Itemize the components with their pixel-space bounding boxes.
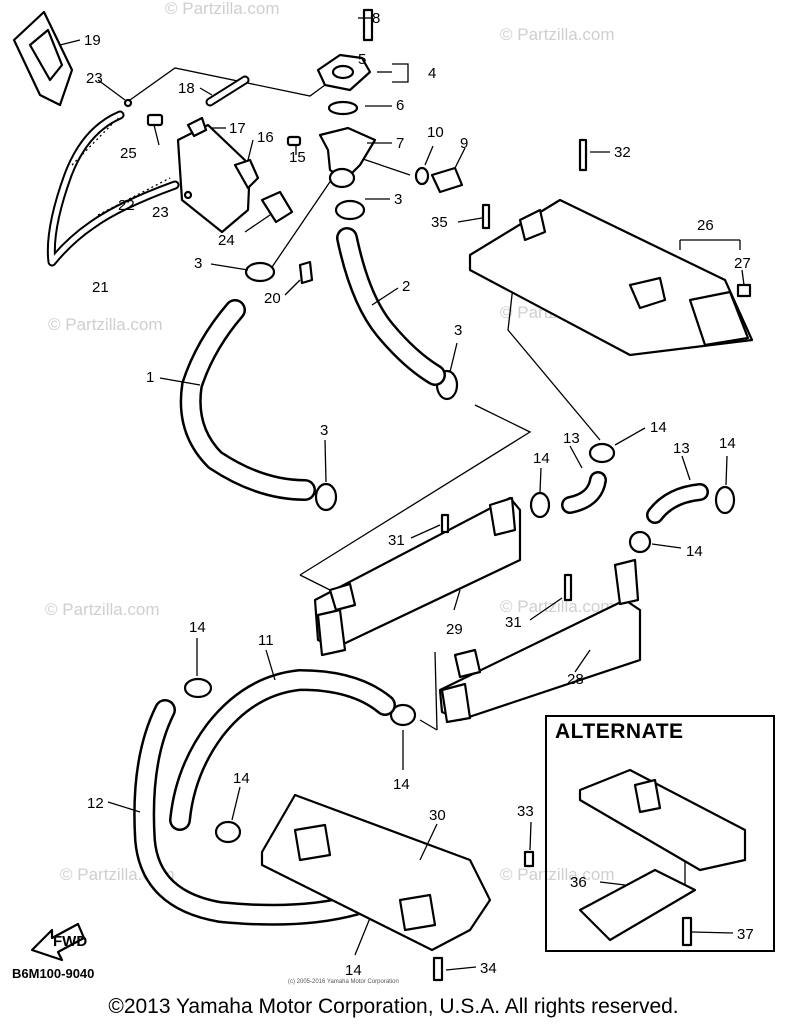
fwd-arrow-icon: FWD [30, 922, 87, 962]
part-number: 24 [218, 232, 235, 249]
bolts [432, 138, 752, 982]
part-number: 10 [427, 124, 444, 141]
part-number: 9 [460, 135, 468, 152]
part-number: 13 [563, 430, 580, 447]
part-number: 7 [396, 135, 404, 152]
part-19-cover [12, 10, 74, 107]
part-number: 5 [358, 51, 366, 68]
temperature-sensor [414, 166, 464, 194]
watermark: © Partzilla.com [500, 25, 615, 44]
part-18-pipe [205, 75, 250, 107]
part-number-labels: 19 23 18 8 5 4 6 7 10 9 3 17 16 15 25 22… [84, 10, 754, 979]
part-number: 36 [570, 874, 587, 891]
radiator-cap-assembly [316, 8, 377, 189]
radiator-26 [468, 198, 754, 357]
diagram-code: B6M100-9040 [12, 966, 95, 981]
part-number: 37 [737, 926, 754, 943]
part-number: 35 [431, 214, 448, 231]
part-number: 12 [87, 795, 104, 812]
part-number: 27 [734, 255, 751, 272]
part-number: 28 [567, 671, 584, 688]
hose-1 [179, 299, 316, 501]
part-number: 3 [394, 191, 402, 208]
watermark: © Partzilla.com [165, 0, 280, 18]
part-number: 31 [505, 614, 522, 631]
part-number: 17 [229, 120, 246, 137]
part-number: 23 [152, 204, 169, 221]
part-number: 20 [264, 290, 281, 307]
part-number: 14 [533, 450, 550, 467]
watermark: © Partzilla.com [45, 600, 160, 619]
part-number: 21 [92, 279, 109, 296]
part-number: 11 [258, 632, 274, 649]
part-number: 19 [84, 32, 101, 49]
part-number: 1 [146, 369, 154, 386]
part-number: 16 [257, 129, 274, 146]
part-number: 4 [428, 65, 436, 82]
part-number: 22 [118, 197, 135, 214]
leader-lines [59, 17, 745, 971]
part-number: 14 [650, 419, 667, 436]
part-number: 34 [480, 960, 497, 977]
part-21-22-hoses [46, 110, 180, 267]
alternate-inset [578, 768, 747, 942]
watermark: © Partzilla.com [500, 597, 615, 616]
part-number: 14 [189, 619, 206, 636]
part-number: 32 [614, 144, 631, 161]
part-number: 15 [289, 149, 306, 166]
hose-2 [336, 227, 446, 386]
part-number: 3 [320, 422, 328, 439]
part-number: 6 [396, 97, 404, 114]
fwd-label: FWD [53, 933, 87, 950]
small-copyright: (c) 2005-2016 Yamaha Motor Corporation [288, 979, 399, 985]
part-number: 3 [194, 255, 202, 272]
part-number: 14 [393, 776, 410, 793]
part-16-reservoir-tank [176, 116, 260, 234]
part-number: 3 [454, 322, 462, 339]
part-number: 33 [517, 803, 534, 820]
part-number: 30 [429, 807, 446, 824]
hose-11-12 [133, 669, 396, 926]
part-number: 26 [697, 217, 714, 234]
part-number: 25 [120, 145, 137, 162]
part-number: 14 [686, 543, 703, 560]
part-number: 31 [388, 532, 405, 549]
copyright-notice: ©2013 Yamaha Motor Corporation, U.S.A. A… [108, 995, 679, 1018]
hose-13 [561, 471, 709, 524]
alternate-inset-frame [545, 715, 775, 952]
alternate-label: ALTERNATE [555, 720, 684, 743]
watermark: © Partzilla.com [48, 315, 163, 334]
part-number: 18 [178, 80, 195, 97]
watermark: © Partzilla.com [500, 865, 615, 884]
part-number: 23 [86, 70, 103, 87]
part-number: 14 [719, 435, 736, 452]
part-number: 13 [673, 440, 690, 457]
part-number: 2 [402, 278, 410, 295]
part-number: 8 [372, 10, 380, 27]
part-number: 29 [446, 621, 463, 638]
radiator-28 [438, 558, 642, 724]
radiator-30 [260, 793, 492, 952]
part-number: 14 [345, 962, 362, 979]
part-number: 14 [233, 770, 250, 787]
small-fasteners [123, 98, 314, 285]
radiator-29 [313, 496, 522, 657]
